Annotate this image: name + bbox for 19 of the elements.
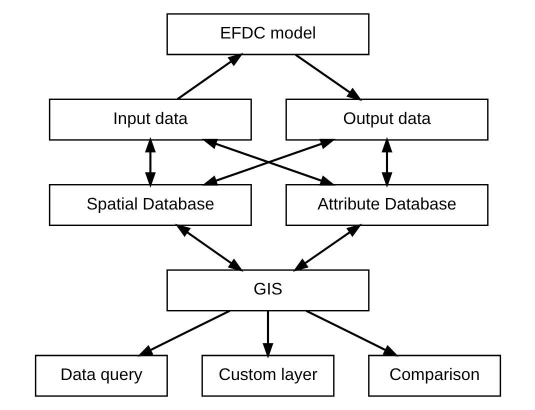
arrow bbox=[305, 310, 398, 357]
node-box: Output data bbox=[285, 98, 488, 141]
arrow bbox=[262, 310, 273, 359]
node-box: Attribute Database bbox=[285, 184, 488, 226]
arrow bbox=[174, 224, 243, 272]
arrow bbox=[294, 54, 362, 101]
node-box: GIS bbox=[166, 269, 369, 312]
arrow bbox=[176, 52, 243, 100]
node-box: Comparison bbox=[368, 354, 501, 397]
node-box: EFDC model bbox=[166, 13, 369, 56]
arrow bbox=[201, 138, 336, 186]
arrow bbox=[292, 224, 362, 272]
arrow bbox=[144, 136, 156, 188]
node-box: Custom layer bbox=[201, 354, 334, 397]
node-box: Input data bbox=[48, 98, 252, 141]
node-box: Data query bbox=[34, 354, 168, 397]
node-box: Spatial Database bbox=[48, 184, 252, 226]
arrow bbox=[381, 136, 392, 188]
arrow bbox=[136, 310, 230, 357]
